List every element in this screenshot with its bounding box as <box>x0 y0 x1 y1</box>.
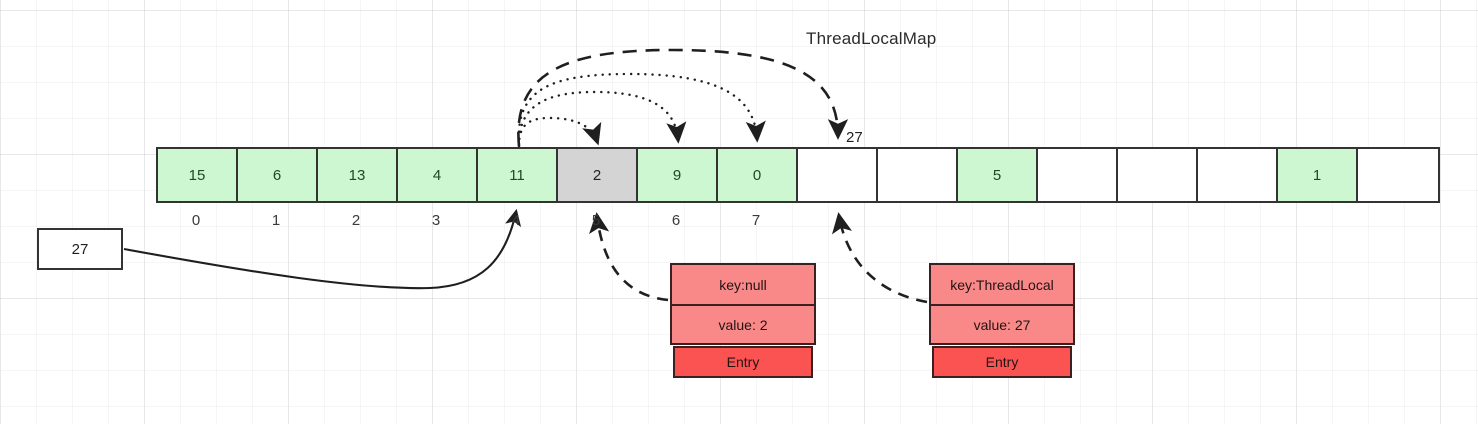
cell-value: 11 <box>509 166 525 184</box>
index-label-3: 3 <box>431 212 441 229</box>
entry-key-field: key:null <box>670 263 816 304</box>
table-cell-10[interactable]: 5 <box>958 149 1038 201</box>
cell-value: 15 <box>188 166 206 184</box>
entry-value-field: value: 2 <box>670 304 816 345</box>
cell-value: 5 <box>992 166 1002 184</box>
cell-value: 13 <box>348 166 366 184</box>
entry-key-text: key:null <box>719 276 767 293</box>
entry-value-field: value: 27 <box>929 304 1075 345</box>
table-cell-1[interactable]: 6 <box>238 149 318 201</box>
index-label-2: 2 <box>351 212 361 229</box>
cell-value: 6 <box>272 166 282 184</box>
cell-value: 9 <box>672 166 682 184</box>
probe-arc-index4-to-index7 <box>517 72 766 148</box>
cell-value: 4 <box>432 166 442 184</box>
cell-value: 2 <box>592 166 602 184</box>
table-cell-6[interactable]: 9 <box>638 149 718 201</box>
source-value-box[interactable]: 27 <box>37 228 123 270</box>
table-cell-14[interactable]: 1 <box>1278 149 1358 201</box>
index-label-0: 0 <box>191 212 201 229</box>
table-cell-7[interactable]: 0 <box>718 149 798 201</box>
table-cell-11[interactable] <box>1038 149 1118 201</box>
index-label-4: 4 <box>511 212 521 229</box>
entry-type-label: Entry <box>932 346 1072 378</box>
entry-right-to-index8-arrow <box>832 212 928 304</box>
diagram-title: ThreadLocalMap <box>806 29 937 48</box>
index-label-6: 6 <box>671 212 681 229</box>
table-cell-5[interactable]: 2 <box>558 149 638 201</box>
probe-arc-index4-to-index5 <box>517 116 602 148</box>
table-cell-15[interactable] <box>1358 149 1438 201</box>
insert-arc-index4-to-index8 <box>517 48 849 147</box>
entry-node-stale[interactable]: key:null value: 2 Entry <box>670 263 816 378</box>
table-cell-8[interactable] <box>798 149 878 201</box>
table-cell-2[interactable]: 13 <box>318 149 398 201</box>
cell-value: 0 <box>752 166 762 184</box>
table-cell-4[interactable]: 11 <box>478 149 558 201</box>
threadlocalmap-table: 15 6 13 4 11 2 9 0 5 1 <box>156 147 1440 203</box>
entry-key-text: key:ThreadLocal <box>950 276 1054 293</box>
cell-value: 1 <box>1312 166 1322 184</box>
source-value-text: 27 <box>71 240 89 258</box>
index-label-7: 7 <box>751 212 761 229</box>
entry-value-text: value: 27 <box>973 316 1031 333</box>
entry-value-text: value: 2 <box>718 316 768 333</box>
entry-type-label: Entry <box>673 346 813 378</box>
table-cell-0[interactable]: 15 <box>158 149 238 201</box>
entry-node-new[interactable]: key:ThreadLocal value: 27 Entry <box>929 263 1075 378</box>
table-cell-12[interactable] <box>1118 149 1198 201</box>
table-cell-9[interactable] <box>878 149 958 201</box>
table-cell-13[interactable] <box>1198 149 1278 201</box>
entry-key-field: key:ThreadLocal <box>929 263 1075 304</box>
probe-arc-index4-to-index6 <box>517 90 687 148</box>
index-label-5: 5 <box>591 212 601 229</box>
entry-type-text: Entry <box>985 354 1019 370</box>
index-label-1: 1 <box>271 212 281 229</box>
entry-type-text: Entry <box>726 354 760 370</box>
insert-target-label: 27 <box>846 129 863 146</box>
table-cell-3[interactable]: 4 <box>398 149 478 201</box>
